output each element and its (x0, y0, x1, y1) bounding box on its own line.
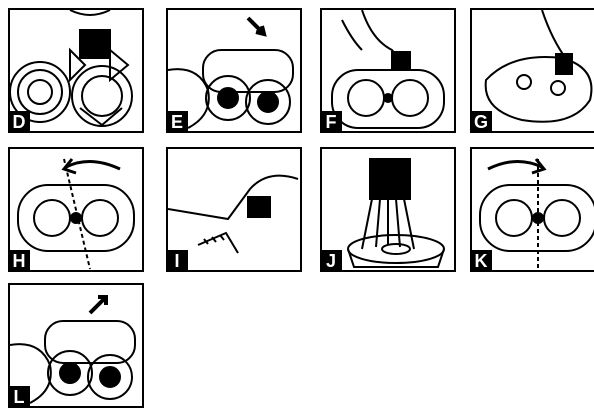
step-panel-f: F (320, 8, 456, 133)
step-label-d: D (8, 111, 30, 133)
step-label-f: F (320, 111, 342, 133)
step-panel-k: K (470, 147, 594, 272)
step-label-i: I (166, 250, 188, 272)
step-label-j: J (320, 250, 342, 272)
step-label-h: H (8, 250, 30, 272)
step-panel-l: L (8, 283, 144, 408)
step-label-k: K (470, 250, 492, 272)
step-panel-e: E (166, 8, 302, 133)
step-panel-i: I (166, 147, 302, 272)
step-label-l: L (8, 386, 30, 408)
step-panel-g: G (470, 8, 594, 133)
step-panel-j: J (320, 147, 456, 272)
step-panel-h: H (8, 147, 144, 272)
step-panel-d: D (8, 8, 144, 133)
step-label-e: E (166, 111, 188, 133)
step-label-g: G (470, 111, 492, 133)
